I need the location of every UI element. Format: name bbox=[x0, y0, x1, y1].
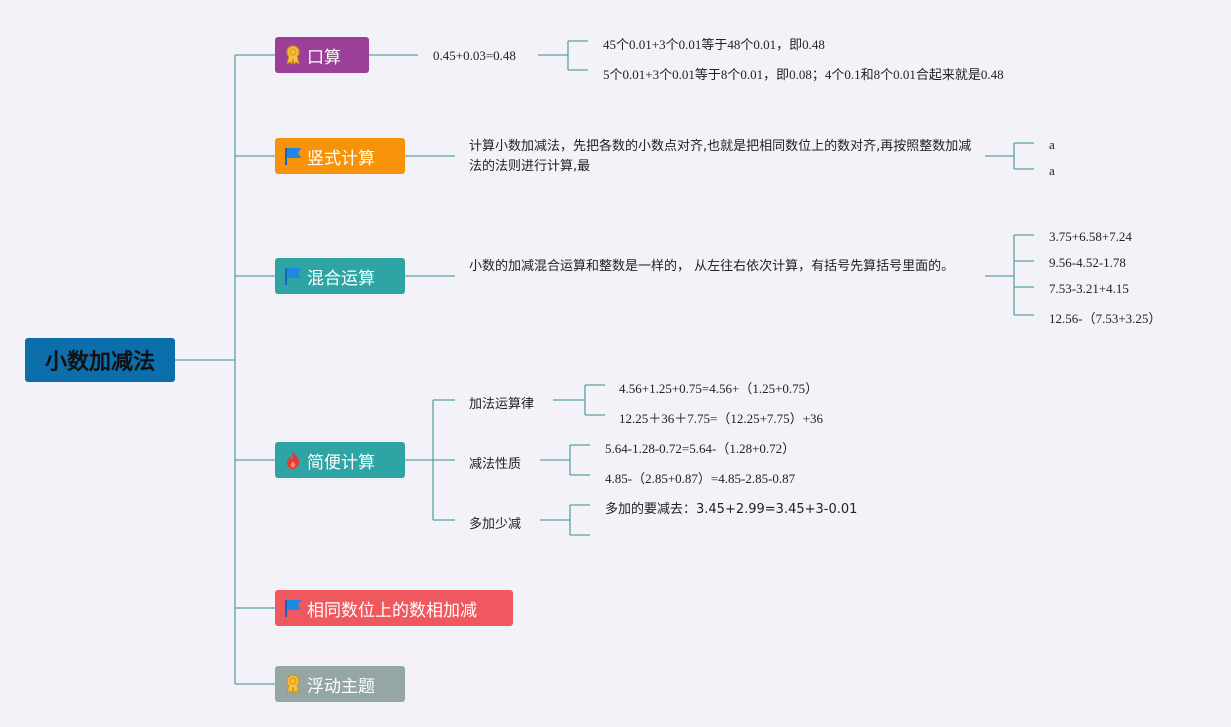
node-label: 简便计算 bbox=[307, 452, 375, 473]
connector-hunhe-children bbox=[985, 234, 1034, 316]
group2-item-2: 4.85-（2.85+0.87）=4.85-2.85-0.87 bbox=[605, 471, 796, 486]
shushi-child-1: a bbox=[1049, 137, 1055, 152]
flag-icon bbox=[283, 266, 303, 286]
connector-jianbian-groups bbox=[405, 399, 455, 521]
group-label-2: 减法性质 bbox=[469, 457, 522, 472]
flag-icon bbox=[283, 146, 303, 166]
node-label: 浮动主题 bbox=[307, 676, 375, 697]
flag-icon bbox=[283, 598, 303, 618]
hunhe-child-3: 7.53-3.21+4.15 bbox=[1049, 281, 1129, 296]
node-shushi[interactable]: 竖式计算 bbox=[275, 138, 405, 174]
node-label: 混合运算 bbox=[307, 268, 375, 289]
hunhe-child-2: 9.56-4.52-1.78 bbox=[1049, 255, 1126, 270]
kousuan-detail-2: 5个0.01+3个0.01等于8个0.01，即0.08；4个0.1和8个0.01… bbox=[603, 67, 1004, 82]
connector-group1 bbox=[553, 384, 605, 416]
node-xiangtong[interactable]: 相同数位上的数相加减 bbox=[275, 590, 513, 626]
fire-icon bbox=[283, 450, 303, 470]
kousuan-expr: 0.45+0.03=0.48 bbox=[433, 48, 516, 63]
root-node[interactable]: 小数加减法 bbox=[25, 338, 175, 382]
ribbon-icon bbox=[283, 674, 303, 694]
node-hunhe[interactable]: 混合运算 bbox=[275, 258, 405, 294]
connector-group2 bbox=[540, 444, 590, 476]
group-label-1: 加法运算律 bbox=[469, 397, 535, 412]
shushi-text: 计算小数加减法，先把各数的小数点对齐,也就是把相同数位上的数对齐,再按照整数加减… bbox=[469, 139, 972, 174]
group1-item-2: 12.25＋36＋7.75=（12.25+7.75）+36 bbox=[619, 411, 823, 426]
node-label: 相同数位上的数相加减 bbox=[307, 600, 477, 621]
connector-shushi-children bbox=[985, 142, 1034, 170]
hunhe-child-1: 3.75+6.58+7.24 bbox=[1049, 229, 1132, 244]
node-label: 口算 bbox=[307, 47, 341, 68]
group2-item-1: 5.64-1.28-0.72=5.64-（1.28+0.72） bbox=[605, 441, 796, 456]
group3-item-1: 多加的要减去：3.45+2.99=3.45+3-0.01 bbox=[605, 502, 858, 517]
hunhe-text: 小数的加减混合运算和整数是一样的， 从左往右依次计算，有括号先算括号里面的。 bbox=[469, 259, 955, 274]
node-kousuan[interactable]: 口算 bbox=[275, 37, 369, 73]
shushi-child-2: a bbox=[1049, 163, 1055, 178]
node-label: 竖式计算 bbox=[307, 148, 375, 169]
group-label-3: 多加少减 bbox=[469, 517, 522, 532]
ribbon-icon bbox=[283, 45, 303, 65]
connector-group3 bbox=[540, 504, 590, 536]
node-fudong[interactable]: 浮动主题 bbox=[275, 666, 405, 702]
node-jianbian[interactable]: 简便计算 bbox=[275, 442, 405, 478]
group1-item-1: 4.56+1.25+0.75=4.56+（1.25+0.75） bbox=[619, 381, 819, 396]
hunhe-child-4: 12.56-（7.53+3.25） bbox=[1049, 311, 1162, 326]
connector-kousuan-details bbox=[538, 40, 588, 71]
kousuan-detail-1: 45个0.01+3个0.01等于48个0.01，即0.48 bbox=[603, 37, 825, 52]
